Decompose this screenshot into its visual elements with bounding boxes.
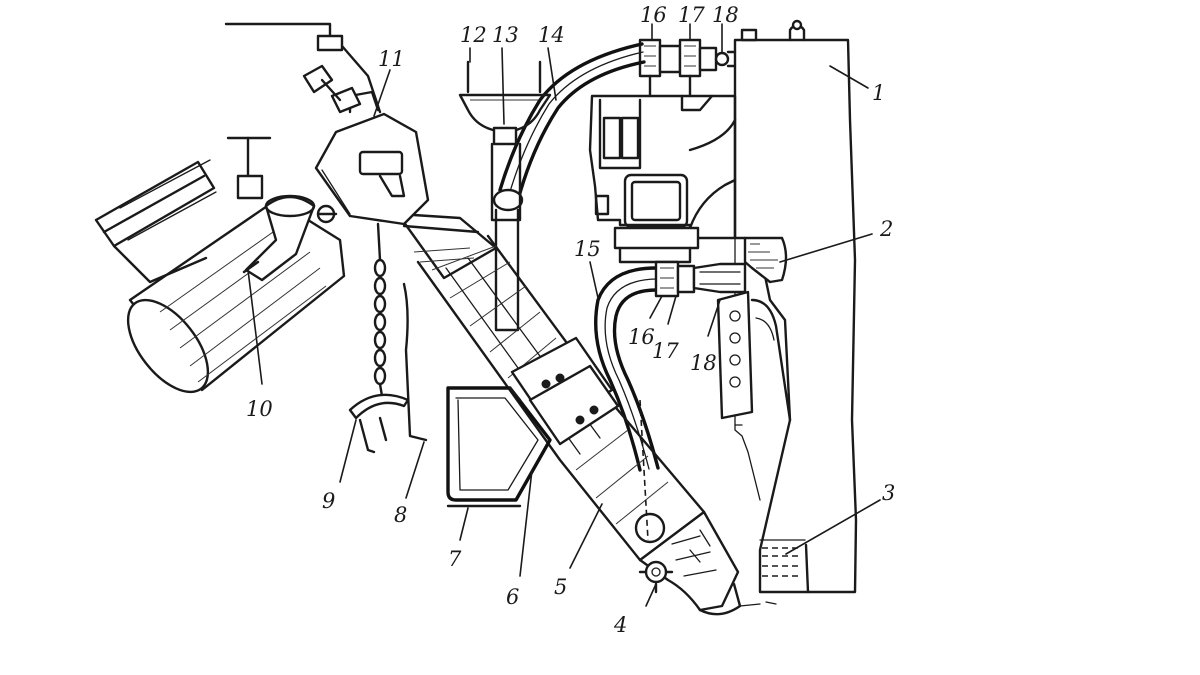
callout-17-mid: 17 (652, 339, 679, 363)
callout-11: 11 (378, 47, 405, 71)
callout-1: 1 (872, 81, 885, 105)
callout-5: 5 (554, 575, 567, 599)
sprayer-10 (94, 136, 346, 394)
callout-17-top: 17 (678, 3, 705, 27)
mid-fittings (654, 260, 747, 298)
main-barrel (396, 212, 777, 616)
callout-10: 10 (246, 397, 273, 421)
engine-block (588, 94, 737, 264)
callout-labels: 1 2 3 4 5 6 7 8 9 10 11 12 13 14 15 16 1… (246, 3, 895, 637)
callout-2: 2 (879, 217, 893, 241)
tank-outlet-bracket (716, 236, 792, 426)
top-fittings (638, 38, 737, 98)
callout-7: 7 (448, 547, 462, 571)
leader-lines (247, 23, 881, 607)
frame-7-6 (446, 386, 552, 508)
callout-9: 9 (322, 489, 335, 513)
callout-15: 15 (574, 237, 601, 261)
callout-16-top: 16 (640, 3, 667, 27)
callout-13: 13 (492, 23, 519, 47)
tank-body (733, 19, 858, 594)
callout-8: 8 (394, 503, 407, 527)
head-11 (224, 22, 430, 226)
callout-16-mid: 16 (628, 325, 655, 349)
pipe-14 (492, 42, 646, 212)
callout-14: 14 (538, 23, 565, 47)
callout-18-top: 18 (712, 3, 739, 27)
callout-12: 12 (460, 23, 487, 47)
callout-6: 6 (506, 585, 519, 609)
chain-hook-9-8 (348, 222, 428, 454)
callout-4: 4 (613, 613, 627, 637)
callout-18-mid: 18 (690, 351, 717, 375)
pipe-15 (594, 266, 660, 472)
callout-3: 3 (882, 481, 895, 505)
